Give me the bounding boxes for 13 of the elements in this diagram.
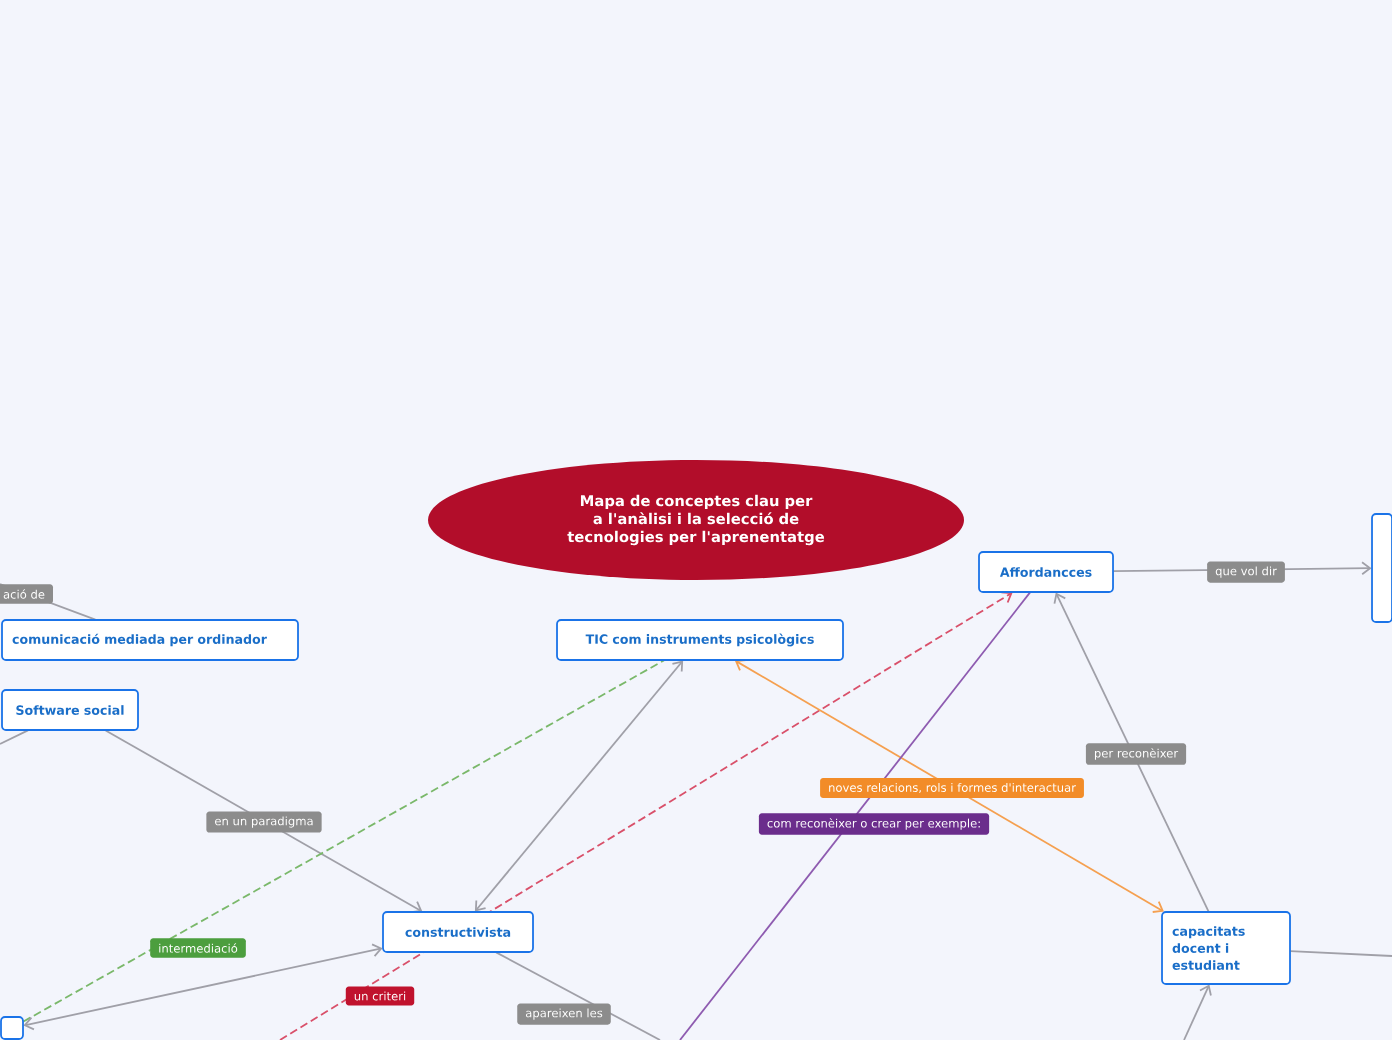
connector <box>1289 950 1392 957</box>
connector <box>23 943 383 1031</box>
connector <box>679 591 1031 1040</box>
connector <box>734 659 1164 913</box>
connector <box>279 591 1013 1040</box>
connector <box>22 659 665 1023</box>
connector <box>1183 984 1212 1040</box>
connector <box>0 729 29 745</box>
concept-box <box>0 1016 24 1040</box>
connector <box>474 660 684 912</box>
connector <box>1053 592 1210 913</box>
concept-box <box>1371 513 1392 623</box>
connector <box>495 951 661 1040</box>
